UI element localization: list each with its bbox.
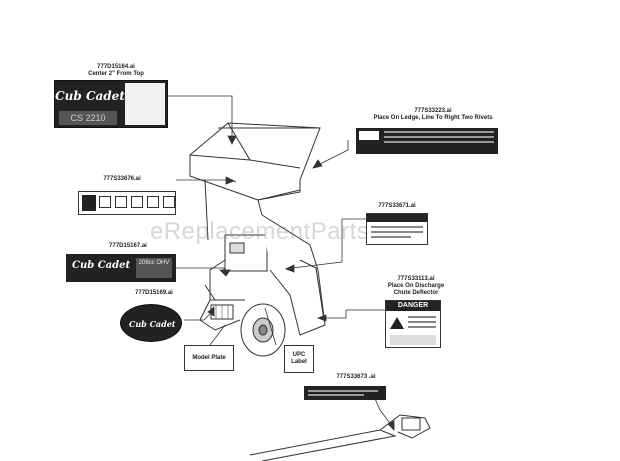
brand-decal-large: Cub Cadet CS 2210 bbox=[54, 80, 168, 128]
manual-panel bbox=[125, 83, 165, 125]
warning-strip-decal bbox=[356, 128, 498, 154]
part-label-777d15169: 777D15169.ai bbox=[124, 290, 184, 297]
part-code: 777D15164.ai bbox=[97, 64, 135, 70]
brand-logo: Cub Cadet bbox=[129, 319, 176, 329]
warning-icon bbox=[390, 317, 404, 329]
engine-brand-decal: Cub Cadet 208cc OHV bbox=[66, 254, 176, 282]
part-code: 777S33673 .ai bbox=[336, 374, 376, 380]
caution-decal bbox=[366, 213, 428, 245]
part-code: 777S33223.ai bbox=[414, 108, 452, 114]
part-code: 777D15167.ai bbox=[109, 243, 147, 249]
part-label-777s33673: 777S33673 .ai bbox=[326, 374, 386, 381]
part-code: 777S33113.ai bbox=[397, 276, 435, 282]
callout-text: Model Plate bbox=[192, 354, 226, 361]
part-label-777d15164: 777D15164.ai Center 2" From Top bbox=[86, 64, 146, 78]
part-code: 777D15169.ai bbox=[135, 290, 173, 296]
brand-logo: Cub Cadet bbox=[55, 89, 125, 103]
danger-header: DANGER bbox=[386, 301, 440, 311]
part-label-777d15167: 777D15167.ai bbox=[98, 243, 158, 250]
icon-strip-decal bbox=[78, 191, 176, 215]
part-code: 777S33676.ai bbox=[103, 176, 141, 182]
placement-note: Chute Deflector bbox=[393, 290, 439, 296]
engine-badge: 208cc OHV bbox=[136, 258, 172, 278]
callout-text: Label bbox=[291, 359, 307, 365]
part-label-777s33671: 777S33671.ai bbox=[372, 203, 422, 210]
model-plate-callout: Model Plate bbox=[184, 345, 234, 371]
placement-note: Place On Ledge, Line To Right Two Rivets bbox=[373, 115, 493, 121]
part-label-777s33223: 777S33223.ai Place On Ledge, Line To Rig… bbox=[368, 108, 498, 122]
model-badge: CS 2210 bbox=[59, 111, 117, 125]
part-label-777s33676: 777S33676.ai bbox=[92, 176, 152, 183]
part-label-777s33113: 777S33113.ai Place On Discharge Chute De… bbox=[376, 276, 456, 297]
placement-note: Place On Discharge bbox=[387, 283, 445, 289]
round-brand-decal: Cub Cadet bbox=[120, 304, 182, 342]
danger-decal: DANGER bbox=[385, 300, 441, 348]
part-code: 777S33671.ai bbox=[378, 203, 416, 209]
placement-note: Center 2" From Top bbox=[88, 71, 144, 77]
callout-text: UPC bbox=[292, 352, 306, 358]
handle-decal bbox=[304, 386, 386, 400]
upc-label-callout: UPC Label bbox=[284, 345, 314, 373]
brand-logo: Cub Cadet bbox=[72, 260, 131, 271]
